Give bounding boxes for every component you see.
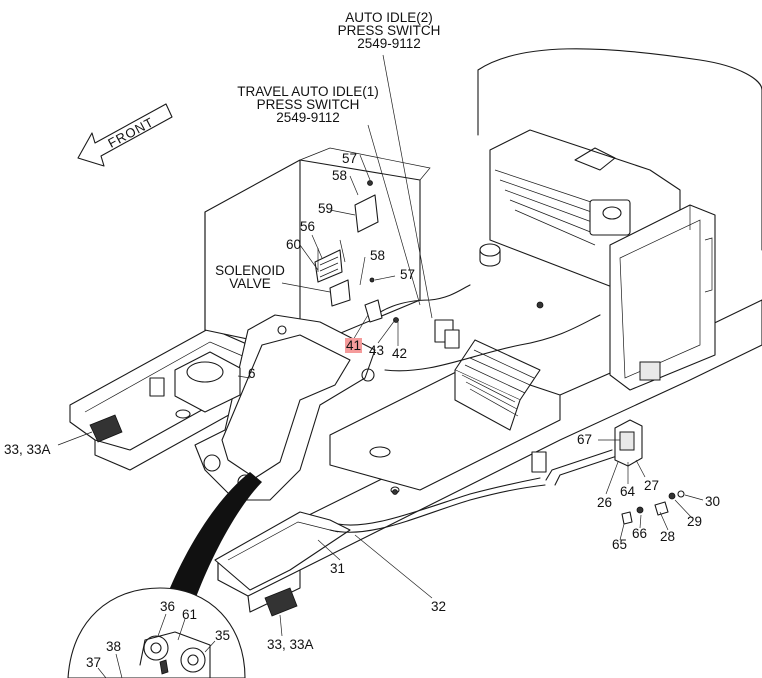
travel-auto-idle-1-line2: PRESS SWITCH: [256, 97, 360, 112]
step-pad-left: [89, 414, 123, 443]
part-65: 65: [612, 537, 628, 552]
part-31: 31: [330, 561, 346, 576]
part-58-top: 58: [332, 168, 348, 183]
part-26: 26: [597, 495, 613, 510]
solenoid-valve-title: SOLENOID VALVE: [212, 263, 288, 291]
auto-idle-2-line1: AUTO IDLE(2): [345, 10, 433, 25]
part-64: 64: [620, 484, 636, 499]
part-41-highlight: 41: [345, 338, 363, 353]
part-67: 67: [577, 432, 593, 447]
part-66: 66: [632, 526, 648, 541]
auto-idle-2-line3: 2549-9112: [357, 36, 421, 51]
step-pad-bottom: [264, 587, 298, 617]
solenoid-line2: VALVE: [229, 276, 271, 291]
part-57-mid: 57: [400, 267, 416, 282]
part-29: 29: [687, 514, 703, 529]
engine-cover: [477, 48, 762, 251]
auto-idle-2-line2: PRESS SWITCH: [337, 23, 441, 38]
solenoid-line1: SOLENOID: [215, 263, 285, 278]
part-33-left: 33, 33A: [4, 442, 51, 457]
part-41: 41: [345, 338, 363, 353]
front-arrow-icon: [77, 103, 173, 167]
auto-idle-2-title: AUTO IDLE(2) PRESS SWITCH 2549-9112: [326, 10, 452, 51]
part-27: 27: [644, 478, 660, 493]
part-6: 6: [248, 366, 256, 381]
detail-circle: [67, 587, 246, 678]
part-60: 60: [286, 237, 302, 252]
travel-auto-idle-1-line1: TRAVEL AUTO IDLE(1): [237, 84, 379, 99]
travel-auto-idle-1-line3: 2549-9112: [276, 110, 340, 125]
boom-bracket: [194, 314, 376, 501]
hydraulic-hose: [329, 484, 546, 533]
part-35: 35: [215, 628, 231, 643]
part-42: 42: [392, 346, 408, 361]
part-61: 61: [182, 607, 198, 622]
part-32: 32: [431, 599, 447, 614]
part-37: 37: [86, 655, 102, 670]
part-59: 59: [318, 201, 334, 216]
bottom-step: [214, 511, 351, 591]
travel-auto-idle-1-title: TRAVEL AUTO IDLE(1) PRESS SWITCH 2549-91…: [218, 84, 398, 125]
part-28: 28: [660, 529, 676, 544]
part-33-bottom: 33, 33A: [267, 637, 314, 652]
part-38: 38: [106, 639, 122, 654]
part-58-mid: 58: [370, 248, 386, 263]
part-30: 30: [705, 494, 721, 509]
part-56: 56: [300, 219, 316, 234]
part-36: 36: [160, 599, 176, 614]
part-43: 43: [369, 343, 385, 358]
detail-callout-swoosh: [165, 472, 262, 600]
part-57-top: 57: [342, 151, 358, 166]
